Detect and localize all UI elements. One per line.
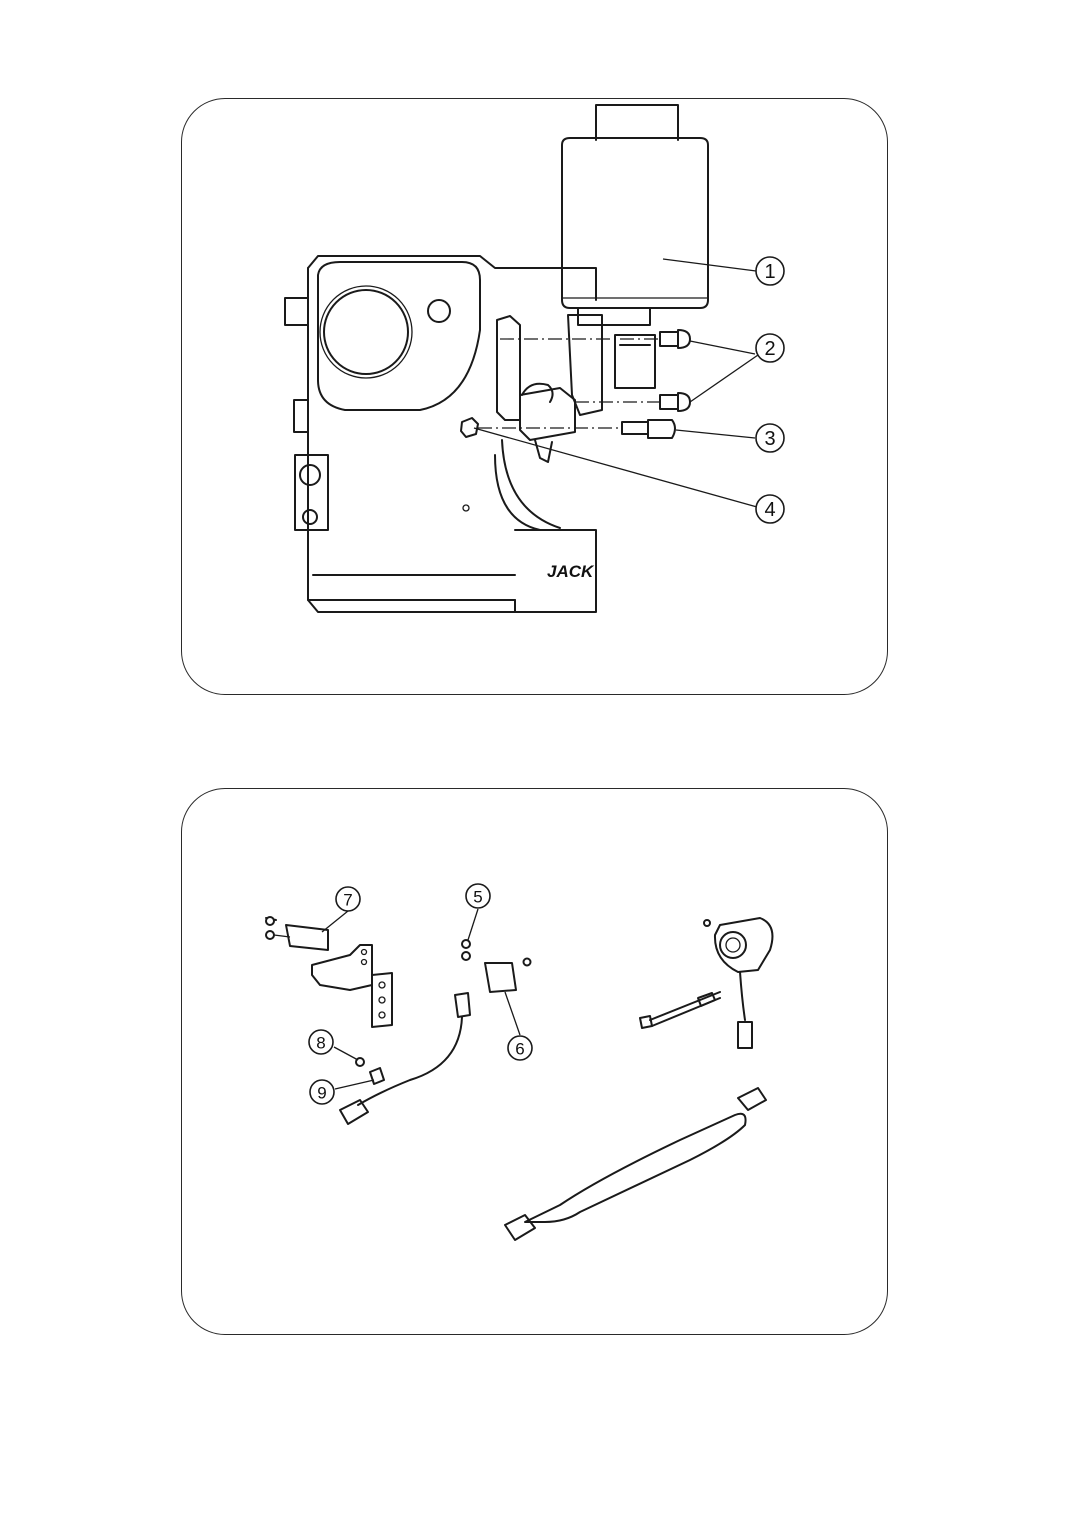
callout-9: 9 xyxy=(309,1079,335,1105)
bracket-assembly-drawing xyxy=(265,916,774,1241)
svg-text:7: 7 xyxy=(343,891,352,910)
svg-text:5: 5 xyxy=(473,888,482,907)
callout-8: 8 xyxy=(308,1029,334,1055)
brand-label: JACK xyxy=(547,562,595,581)
callout-1: 1 xyxy=(755,256,785,286)
machine-head-drawing xyxy=(284,104,709,613)
leader-lines-bottom xyxy=(321,908,521,1090)
callout-2: 2 xyxy=(755,333,785,363)
callout-5: 5 xyxy=(465,883,491,909)
svg-text:2: 2 xyxy=(764,338,775,360)
svg-text:6: 6 xyxy=(515,1040,524,1059)
top-diagram-panel xyxy=(181,98,888,695)
bottom-diagram-panel xyxy=(181,788,888,1335)
callout-3: 3 xyxy=(755,423,785,453)
callout-4: 4 xyxy=(755,494,785,524)
callout-7: 7 xyxy=(335,886,361,912)
svg-text:4: 4 xyxy=(764,499,775,521)
svg-text:1: 1 xyxy=(764,261,775,283)
leader-lines-top xyxy=(473,258,759,508)
callout-6: 6 xyxy=(507,1035,533,1061)
svg-text:8: 8 xyxy=(316,1034,325,1053)
svg-text:9: 9 xyxy=(317,1084,326,1103)
svg-text:3: 3 xyxy=(764,428,775,450)
